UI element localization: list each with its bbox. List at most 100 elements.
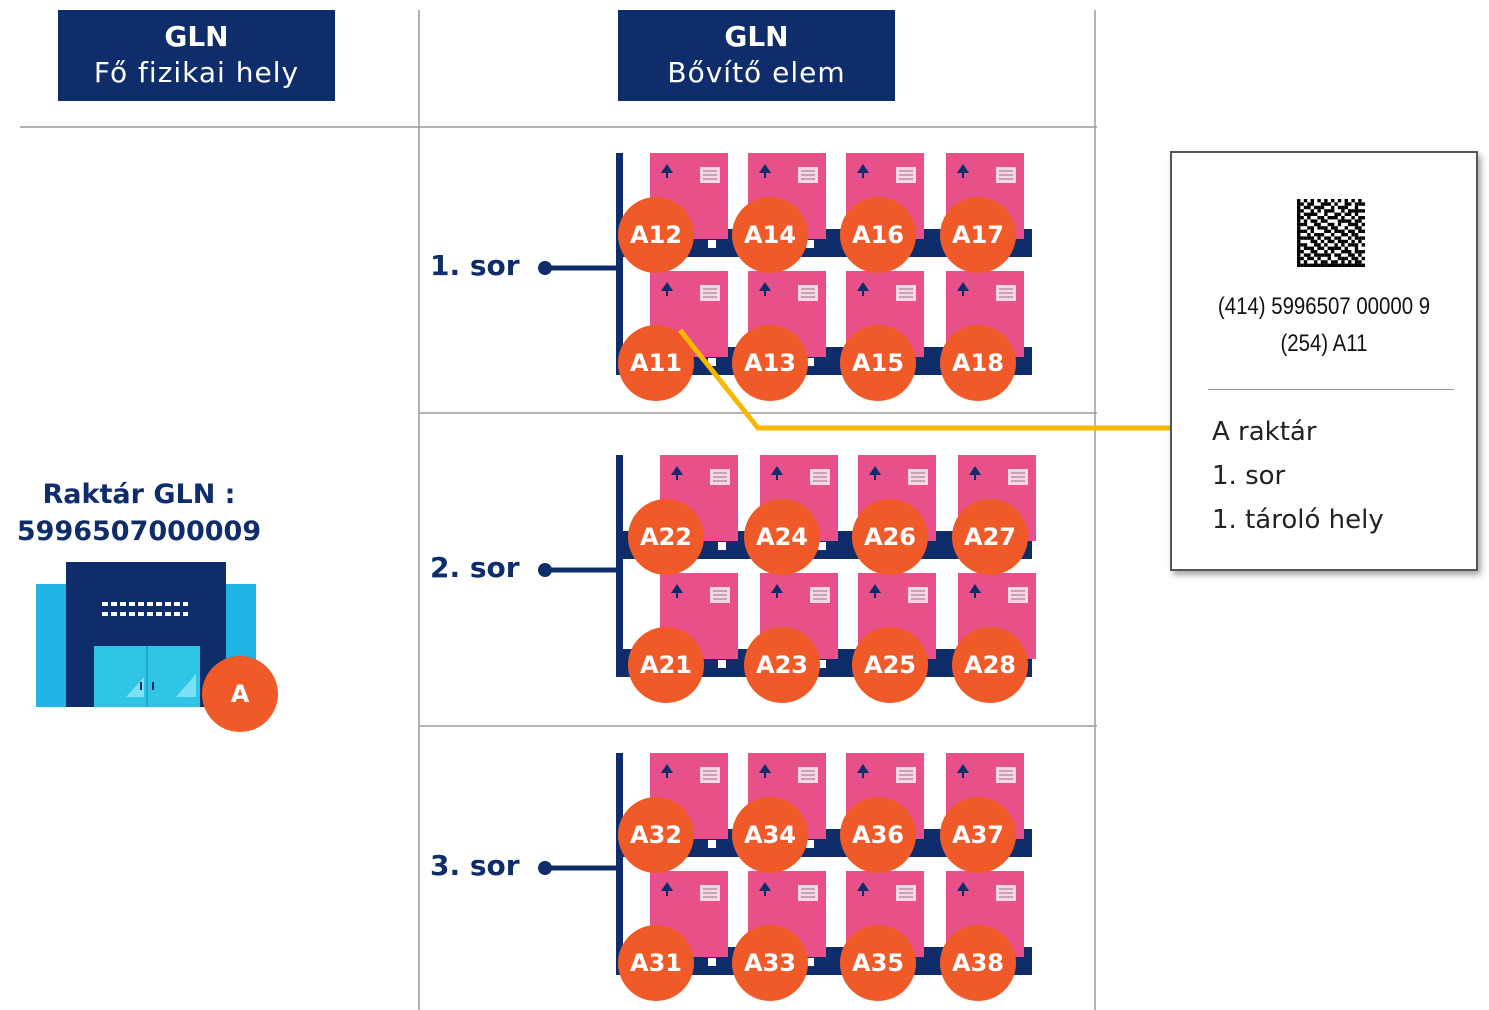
location-badge-a25: A25 (852, 627, 928, 703)
location-badge-a33: A33 (732, 925, 808, 1001)
box-label-line (899, 774, 913, 776)
arrow-up-icon (661, 282, 673, 296)
arrow-up-icon (857, 764, 869, 778)
box-label-line (801, 292, 815, 294)
location-badge-a28: A28 (952, 627, 1028, 703)
shelf-tag (806, 840, 814, 848)
box-label-line (703, 296, 717, 298)
box-label-line (999, 778, 1013, 780)
box-label-line (813, 598, 827, 600)
location-badge-a22: A22 (628, 499, 704, 575)
location-badge-a17: A17 (940, 197, 1016, 273)
box-label-line (911, 598, 925, 600)
box-label-line (813, 480, 827, 482)
box-label-line (703, 178, 717, 180)
location-badge-a21: A21 (628, 627, 704, 703)
box-label-line (899, 292, 913, 294)
box-label-line (703, 770, 717, 772)
label-divider (1208, 389, 1454, 390)
box-label-line (813, 472, 827, 474)
box-label-line (713, 472, 727, 474)
arrow-up-icon (957, 882, 969, 896)
box-label-line (801, 288, 815, 290)
box-label-line (999, 174, 1013, 176)
box-label-line (713, 598, 727, 600)
box-label-line (911, 472, 925, 474)
header-extension-title: GLN (724, 20, 789, 53)
location-badge-a37: A37 (940, 797, 1016, 873)
location-label-card: (414) 5996507 00000 9 (254) A11 A raktár… (1170, 151, 1478, 571)
location-badge-a23: A23 (744, 627, 820, 703)
box-label-line (999, 892, 1013, 894)
arrow-up-icon (661, 764, 673, 778)
label-code-line-1: (414) 5996507 00000 9 (1217, 293, 1431, 320)
box-label-line (801, 778, 815, 780)
header-extension-subtitle: Bővítő elem (667, 56, 846, 89)
box-label-line (999, 774, 1013, 776)
shelf-tag (806, 240, 814, 248)
label-code-line-2: (254) A11 (1280, 330, 1368, 357)
arrow-up-icon (671, 466, 683, 480)
box-label-line (999, 888, 1013, 890)
box-label-line (801, 170, 815, 172)
box-label-line (703, 896, 717, 898)
box-label-line (801, 888, 815, 890)
box-label-line (703, 888, 717, 890)
box-label-line (999, 296, 1013, 298)
arrow-up-icon (759, 282, 771, 296)
arrow-up-icon (771, 466, 783, 480)
box-label-line (713, 590, 727, 592)
arrow-up-icon (957, 282, 969, 296)
location-badge-a12: A12 (618, 197, 694, 273)
warehouse-gln: 5996507000009 (16, 516, 262, 547)
arrow-up-icon (759, 164, 771, 178)
location-badge-a34: A34 (732, 797, 808, 873)
warehouse-icon (36, 562, 256, 707)
box-label-line (899, 178, 913, 180)
box-label-line (1011, 476, 1025, 478)
box-label-line (999, 770, 1013, 772)
header-main-title: GLN (164, 20, 229, 53)
box-label-line (813, 590, 827, 592)
box-label-line (713, 476, 727, 478)
arrow-up-icon (869, 584, 881, 598)
box-label-line (911, 594, 925, 596)
arrow-up-icon (857, 282, 869, 296)
arrow-up-icon (857, 164, 869, 178)
arrow-up-icon (969, 466, 981, 480)
location-badge-a38: A38 (940, 925, 1016, 1001)
header-main-location: GLN Fő fizikai hely (58, 10, 335, 101)
box-label-line (999, 288, 1013, 290)
box-label-line (999, 170, 1013, 172)
box-label-line (801, 896, 815, 898)
location-badge-a36: A36 (840, 797, 916, 873)
row-label: 2. sor (430, 551, 520, 584)
box-label-line (801, 174, 815, 176)
box-label-line (801, 178, 815, 180)
box-label-line (703, 292, 717, 294)
location-badge-a35: A35 (840, 925, 916, 1001)
header-extension: GLN Bővítő elem (618, 10, 895, 101)
box-label-line (911, 590, 925, 592)
arrow-up-icon (759, 882, 771, 896)
box-label-line (899, 288, 913, 290)
arrow-up-icon (661, 882, 673, 896)
box-label-line (713, 480, 727, 482)
box-label-line (801, 892, 815, 894)
box-label-line (911, 480, 925, 482)
row-connector-dot (538, 563, 552, 577)
rack-upright (616, 455, 623, 675)
box-label-line (999, 292, 1013, 294)
box-label-line (899, 896, 913, 898)
shelf-tag (718, 542, 726, 550)
header-main-subtitle: Fő fizikai hely (93, 56, 300, 89)
arrow-up-icon (661, 164, 673, 178)
shelf-tag (708, 240, 716, 248)
box-label-line (703, 174, 717, 176)
box-label-line (813, 476, 827, 478)
warehouse-title: Raktár GLN : (42, 479, 236, 510)
location-badge-a16: A16 (840, 197, 916, 273)
shelf-tag (718, 660, 726, 668)
box-label-line (911, 476, 925, 478)
location-badge-a15: A15 (840, 325, 916, 401)
